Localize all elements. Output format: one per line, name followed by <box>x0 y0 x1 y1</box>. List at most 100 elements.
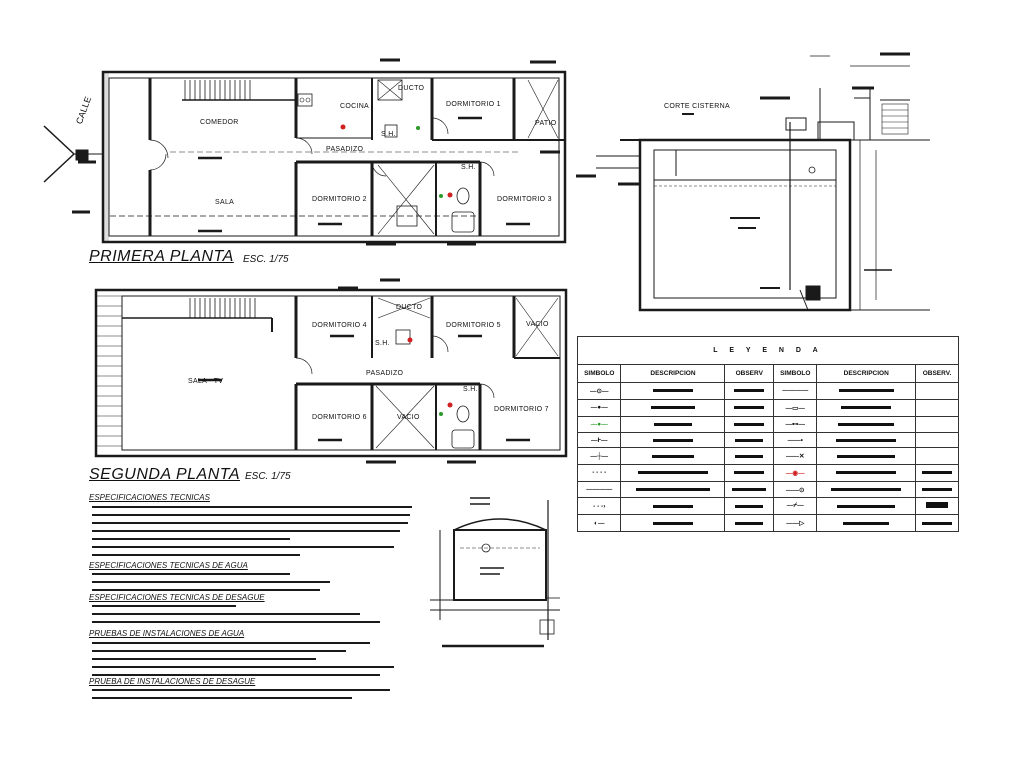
legend-description <box>816 415 916 434</box>
cistern-section <box>596 52 930 312</box>
spec-heading-water: ESPECIFICACIONES TECNICAS DE AGUA <box>89 561 248 570</box>
room-sh-1a: S.H. <box>381 131 396 138</box>
legend-header-symbol-1: SIMBOLO <box>576 364 622 383</box>
spec-heading-general: ESPECIFICACIONES TECNICAS <box>89 493 210 502</box>
legend-table: L E Y E N D A SIMBOLO DESCRIPCION OBSERV… <box>576 336 960 532</box>
legend-description <box>816 382 916 400</box>
legend-observ <box>724 398 775 417</box>
legend-description <box>816 497 916 516</box>
room-ducto-2: DUCTO <box>396 304 423 311</box>
room-sh-2a: S.H. <box>375 340 390 347</box>
legend-header-observ-1: OBSERV <box>724 364 775 383</box>
legend-description <box>620 415 726 434</box>
legend-symbol: ―●― <box>576 415 622 434</box>
legend-symbol: ――✕ <box>773 447 818 465</box>
legend-observ <box>914 398 960 417</box>
first-floor-title: PRIMERA PLANTA <box>89 248 234 265</box>
room-ducto-1: DUCTO <box>398 85 425 92</box>
legend-observ <box>724 514 775 532</box>
legend-description <box>620 480 726 499</box>
legend-header-description-1: DESCRIPCION <box>620 364 726 383</box>
legend-symbol: - - - - <box>576 463 622 482</box>
legend-description <box>620 514 726 532</box>
legend-observ <box>914 497 960 516</box>
room-pasadizo-2: PASADIZO <box>366 370 404 377</box>
room-dormitorio-6: DORMITORIO 6 <box>312 414 367 421</box>
legend-header-symbol-2: SIMBOLO <box>773 364 818 383</box>
legend-symbol: ―◉― <box>773 463 818 482</box>
room-sala: SALA <box>215 199 235 206</box>
legend-symbol: ―――― <box>773 382 818 400</box>
legend-description <box>816 514 916 532</box>
spec-heading-drain-tests: PRUEBA DE INSTALACIONES DE DESAGUE <box>89 677 256 686</box>
legend-symbol: ―●― <box>576 398 622 417</box>
cistern-title: CORTE CISTERNA <box>664 103 730 110</box>
legend-observ <box>914 480 960 499</box>
legend-description <box>816 398 916 417</box>
legend-header-observ-2: OBSERV. <box>914 364 960 383</box>
second-floor-plan <box>94 278 568 464</box>
spec-heading-water-tests: PRUEBAS DE INSTALACIONES DE AGUA <box>89 629 245 638</box>
legend-observ <box>914 415 960 434</box>
legend-title: L E Y E N D A <box>577 336 959 365</box>
room-comedor: COMEDOR <box>200 119 239 126</box>
room-dormitorio-3: DORMITORIO 3 <box>497 196 552 203</box>
legend-observ <box>914 514 960 532</box>
legend-symbol: ――▷ <box>773 514 818 532</box>
legend-symbol: ――⊙ <box>773 480 818 499</box>
legend-symbol: ◐― <box>576 514 622 532</box>
legend-description <box>816 447 916 465</box>
legend-description <box>816 432 916 449</box>
legend-symbol: ―――― <box>576 480 622 499</box>
room-sh-2b: S.H. <box>463 386 478 393</box>
legend-symbol: ―⊷― <box>773 415 818 434</box>
spec-heading-drain: ESPECIFICACIONES TECNICAS DE DESAGUE <box>89 593 265 602</box>
second-floor-scale: ESC. 1/75 <box>245 471 291 482</box>
room-cocina: COCINA <box>340 103 370 110</box>
legend-observ <box>724 382 775 400</box>
room-dormitorio-7: DORMITORIO 7 <box>494 406 549 413</box>
legend-observ <box>724 463 775 482</box>
room-vacio-2: VACIO <box>397 414 420 421</box>
legend-description <box>816 480 916 499</box>
spec-text-lines <box>92 506 412 699</box>
legend-description <box>620 432 726 449</box>
legend-symbol: ―▭― <box>773 398 818 417</box>
room-dormitorio-1: DORMITORIO 1 <box>446 101 501 108</box>
legend-observ <box>724 432 775 449</box>
legend-observ <box>724 497 775 516</box>
legend-observ <box>724 415 775 434</box>
room-vacio-1: VACIO <box>526 321 549 328</box>
elevated-tank-detail <box>430 497 560 648</box>
legend-observ <box>914 447 960 465</box>
legend-description <box>620 463 726 482</box>
second-floor-title: SEGUNDA PLANTA <box>89 466 241 483</box>
room-sala-tv: SALA - TV <box>188 378 224 385</box>
legend-observ <box>724 480 775 499</box>
room-dormitorio-2: DORMITORIO 2 <box>312 196 367 203</box>
room-sh-1b: S.H. <box>461 164 476 171</box>
room-dormitorio-5: DORMITORIO 5 <box>446 322 501 329</box>
room-pasadizo-1: PASADIZO <box>326 146 364 153</box>
legend-symbol: - - -› <box>576 497 622 516</box>
legend-symbol: ――• <box>773 432 818 449</box>
legend-symbol: ―Ⱶ― <box>576 432 622 449</box>
legend-observ <box>914 463 960 482</box>
first-floor-plan <box>43 58 596 246</box>
legend-header-description-2: DESCRIPCION <box>816 364 916 383</box>
legend-description <box>620 382 726 400</box>
legend-observ <box>914 432 960 449</box>
legend-observ <box>724 447 775 465</box>
legend-description <box>620 447 726 465</box>
legend-description <box>816 463 916 482</box>
legend-description <box>620 398 726 417</box>
room-patio: PATIO <box>535 120 557 127</box>
legend-observ <box>914 382 960 400</box>
room-dormitorio-4: DORMITORIO 4 <box>312 322 367 329</box>
legend-symbol: ―┼― <box>576 447 622 465</box>
legend-symbol: ―⊙― <box>576 382 622 400</box>
first-floor-scale: ESC. 1/75 <box>243 254 289 265</box>
legend-symbol: ―⌿― <box>773 497 818 516</box>
legend-description <box>620 497 726 516</box>
